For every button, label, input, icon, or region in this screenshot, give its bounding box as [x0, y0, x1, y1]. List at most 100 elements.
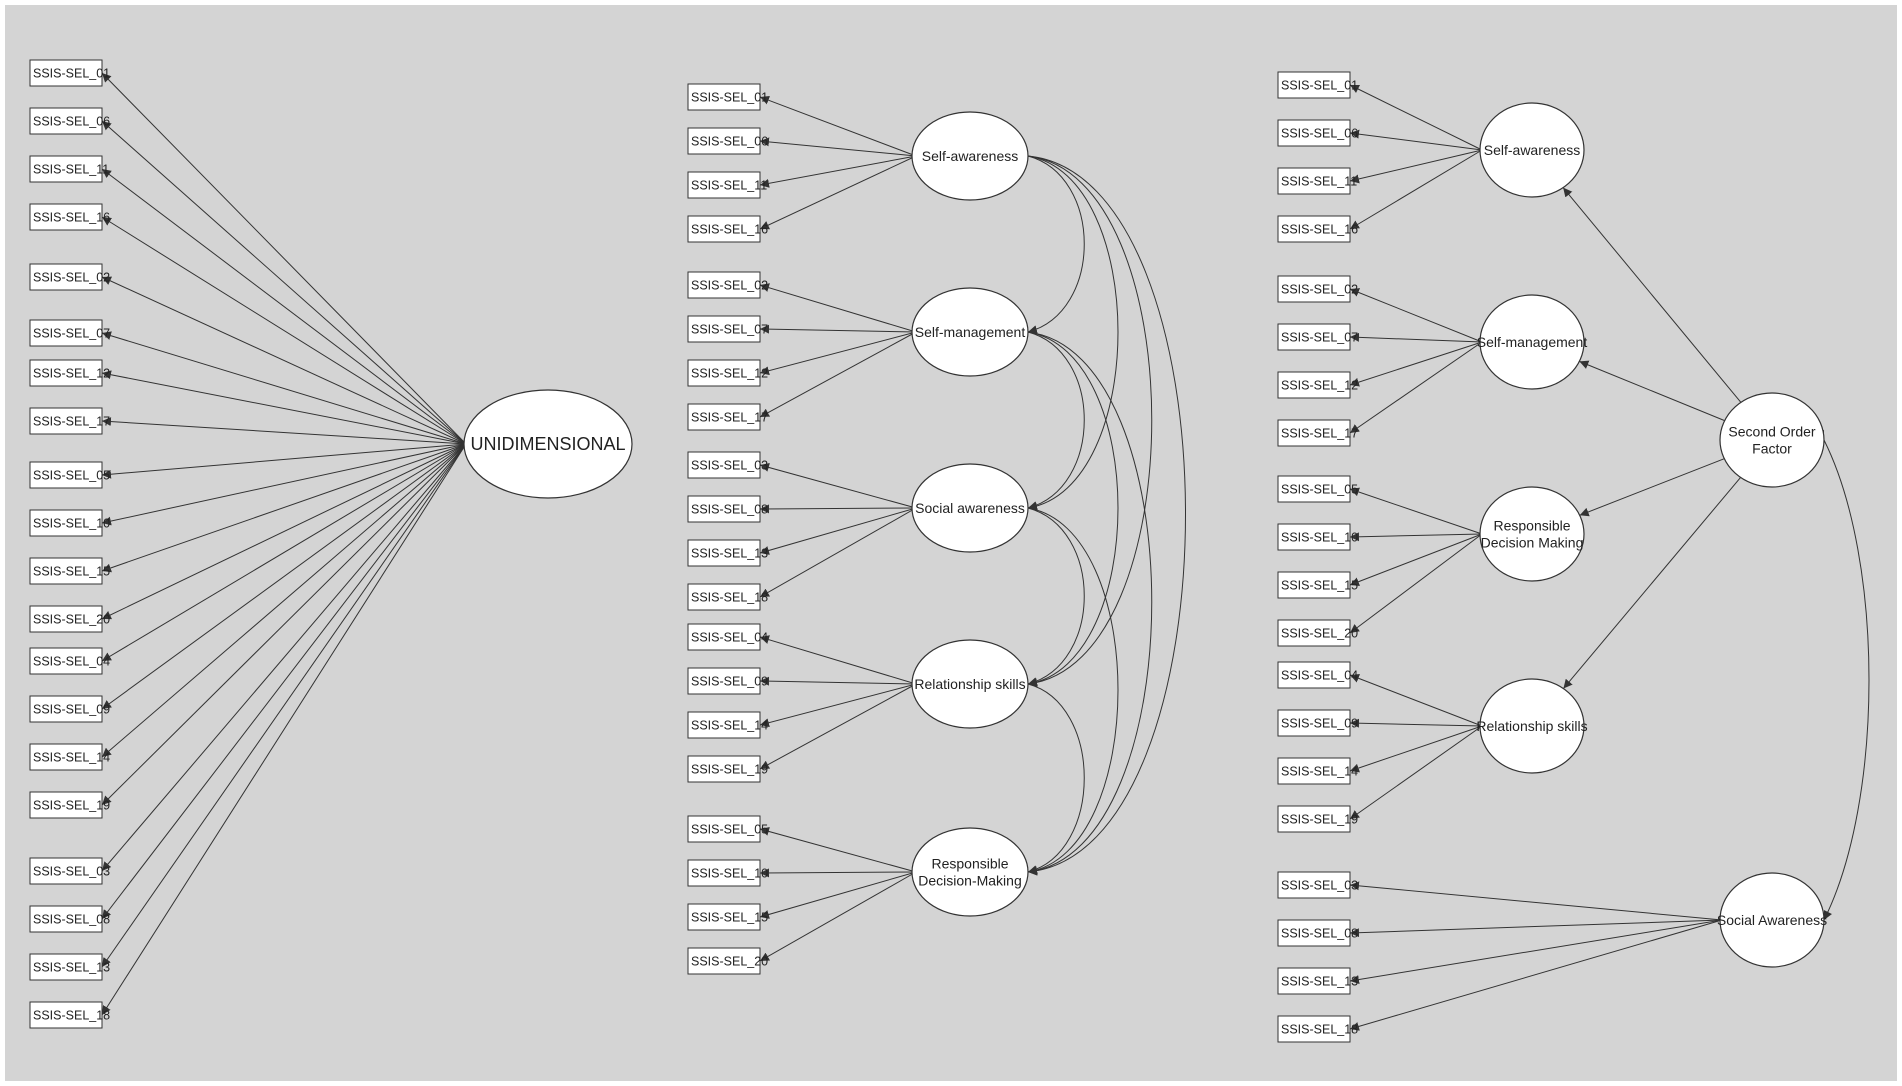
indicator-ssis-sel-04: SSIS-SEL_04 [687, 623, 768, 651]
indicator-ssis-sel-06: SSIS-SEL_06 [1277, 119, 1358, 147]
loading-arrow [759, 676, 917, 686]
covariance-arc [1018, 325, 1085, 511]
covariance-arc [1815, 429, 1870, 921]
indicator-label: SSIS-SEL_17 [33, 415, 110, 429]
loading-arrow [101, 72, 467, 445]
loading-arrow [1349, 725, 1483, 820]
latent-m2-soc: Social awareness [911, 463, 1029, 553]
indicator-label: SSIS-SEL_20 [691, 955, 768, 969]
loading-arrow [759, 635, 917, 685]
indicator-box [1277, 323, 1351, 351]
indicator-box [29, 905, 103, 933]
loading-arrow [1349, 919, 1723, 1031]
indicator-ssis-sel-06: SSIS-SEL_06 [29, 107, 110, 135]
indicator-ssis-sel-07: SSIS-SEL_07 [687, 315, 768, 343]
indicator-label: SSIS-SEL_08 [691, 503, 768, 517]
indicator-box [1277, 1015, 1351, 1043]
indicator-ssis-sel-10: SSIS-SEL_10 [1277, 523, 1358, 551]
indicator-label: SSIS-SEL_17 [691, 411, 768, 425]
loading-arrow [101, 417, 467, 445]
loading-arrow [759, 95, 917, 157]
indicator-ssis-sel-19: SSIS-SEL_19 [1277, 805, 1358, 833]
loading-arrow [1349, 533, 1483, 586]
indicator-label: SSIS-SEL_11 [691, 179, 767, 193]
indicator-ssis-sel-10: SSIS-SEL_10 [29, 509, 110, 537]
loading-arrow [1349, 532, 1483, 542]
loading-arrow [101, 443, 467, 920]
loading-arrow [759, 155, 917, 188]
loading-arrow [101, 276, 467, 445]
loading-arrow [101, 370, 467, 445]
loading-arrow [101, 443, 467, 526]
loading-arrow [1349, 881, 1723, 921]
latent-ellipse [1479, 678, 1585, 774]
indicator-label: SSIS-SEL_08 [33, 913, 110, 927]
indicator-box [1277, 967, 1351, 995]
latent-label: Responsible [1493, 518, 1570, 534]
indicator-box [1277, 275, 1351, 303]
indicator-label: SSIS-SEL_19 [691, 763, 768, 777]
indicator-label: SSIS-SEL_01 [691, 91, 768, 105]
loading-arrow [101, 443, 467, 872]
indicator-ssis-sel-10: SSIS-SEL_10 [687, 859, 768, 887]
indicator-box [1277, 419, 1351, 447]
indicator-ssis-sel-09: SSIS-SEL_09 [687, 667, 768, 695]
indicator-label: SSIS-SEL_07 [33, 327, 110, 341]
indicator-ssis-sel-13: SSIS-SEL_13 [1277, 967, 1358, 995]
latent-label: Decision Making [1481, 535, 1584, 551]
indicator-box [687, 623, 761, 651]
latent-ellipse [1719, 872, 1825, 968]
indicator-box [687, 451, 761, 479]
indicator-box [1277, 805, 1351, 833]
indicator-box [1277, 119, 1351, 147]
indicator-ssis-sel-04: SSIS-SEL_04 [1277, 661, 1358, 689]
indicator-ssis-sel-05: SSIS-SEL_05 [1277, 475, 1358, 503]
covariance-arc [1018, 502, 1119, 875]
indicator-label: SSIS-SEL_09 [691, 675, 768, 689]
loading-arrow [101, 168, 467, 445]
loading-arrow [101, 120, 467, 445]
indicator-box [687, 583, 761, 611]
loading-arrow [759, 868, 917, 878]
indicator-box [29, 359, 103, 387]
indicator-ssis-sel-12: SSIS-SEL_12 [29, 359, 110, 387]
latent-ellipse [911, 827, 1029, 917]
indicator-box [29, 263, 103, 291]
indicator-ssis-sel-02: SSIS-SEL_02 [1277, 275, 1358, 303]
indicator-box [687, 667, 761, 695]
covariance-arc [1018, 677, 1085, 875]
loading-arrow [1349, 919, 1723, 938]
indicator-label: SSIS-SEL_10 [691, 867, 768, 881]
loading-arrow [1349, 341, 1483, 387]
indicator-label: SSIS-SEL_06 [1281, 127, 1358, 141]
indicator-label: SSIS-SEL_09 [1281, 717, 1358, 731]
latent-m3-sa: Self-awareness [1479, 102, 1585, 198]
indicator-box [1277, 709, 1351, 737]
indicator-box [1277, 71, 1351, 99]
indicator-label: SSIS-SEL_16 [1281, 223, 1358, 237]
indicator-label: SSIS-SEL_15 [691, 911, 768, 925]
indicator-box [29, 557, 103, 585]
latent-m2-sa: Self-awareness [911, 111, 1029, 201]
indicator-label: SSIS-SEL_14 [691, 719, 768, 733]
indicator-label: SSIS-SEL_10 [1281, 531, 1358, 545]
indicator-box [29, 953, 103, 981]
indicator-label: SSIS-SEL_11 [33, 163, 109, 177]
latent-ellipse [1719, 392, 1825, 488]
indicator-box [29, 695, 103, 723]
indicator-box [1277, 757, 1351, 785]
loading-arrow [101, 331, 467, 445]
indicator-box [687, 495, 761, 523]
indicator-box [29, 461, 103, 489]
indicator-label: SSIS-SEL_08 [1281, 927, 1358, 941]
latent-m3-sm: Self-management [1477, 294, 1587, 390]
indicator-box [687, 271, 761, 299]
loading-arrow [1349, 84, 1483, 151]
loading-arrow [101, 443, 467, 662]
indicator-box [1277, 475, 1351, 503]
latent-ellipse [1479, 102, 1585, 198]
loading-arrow [759, 871, 917, 962]
indicator-ssis-sel-03: SSIS-SEL_03 [29, 857, 110, 885]
